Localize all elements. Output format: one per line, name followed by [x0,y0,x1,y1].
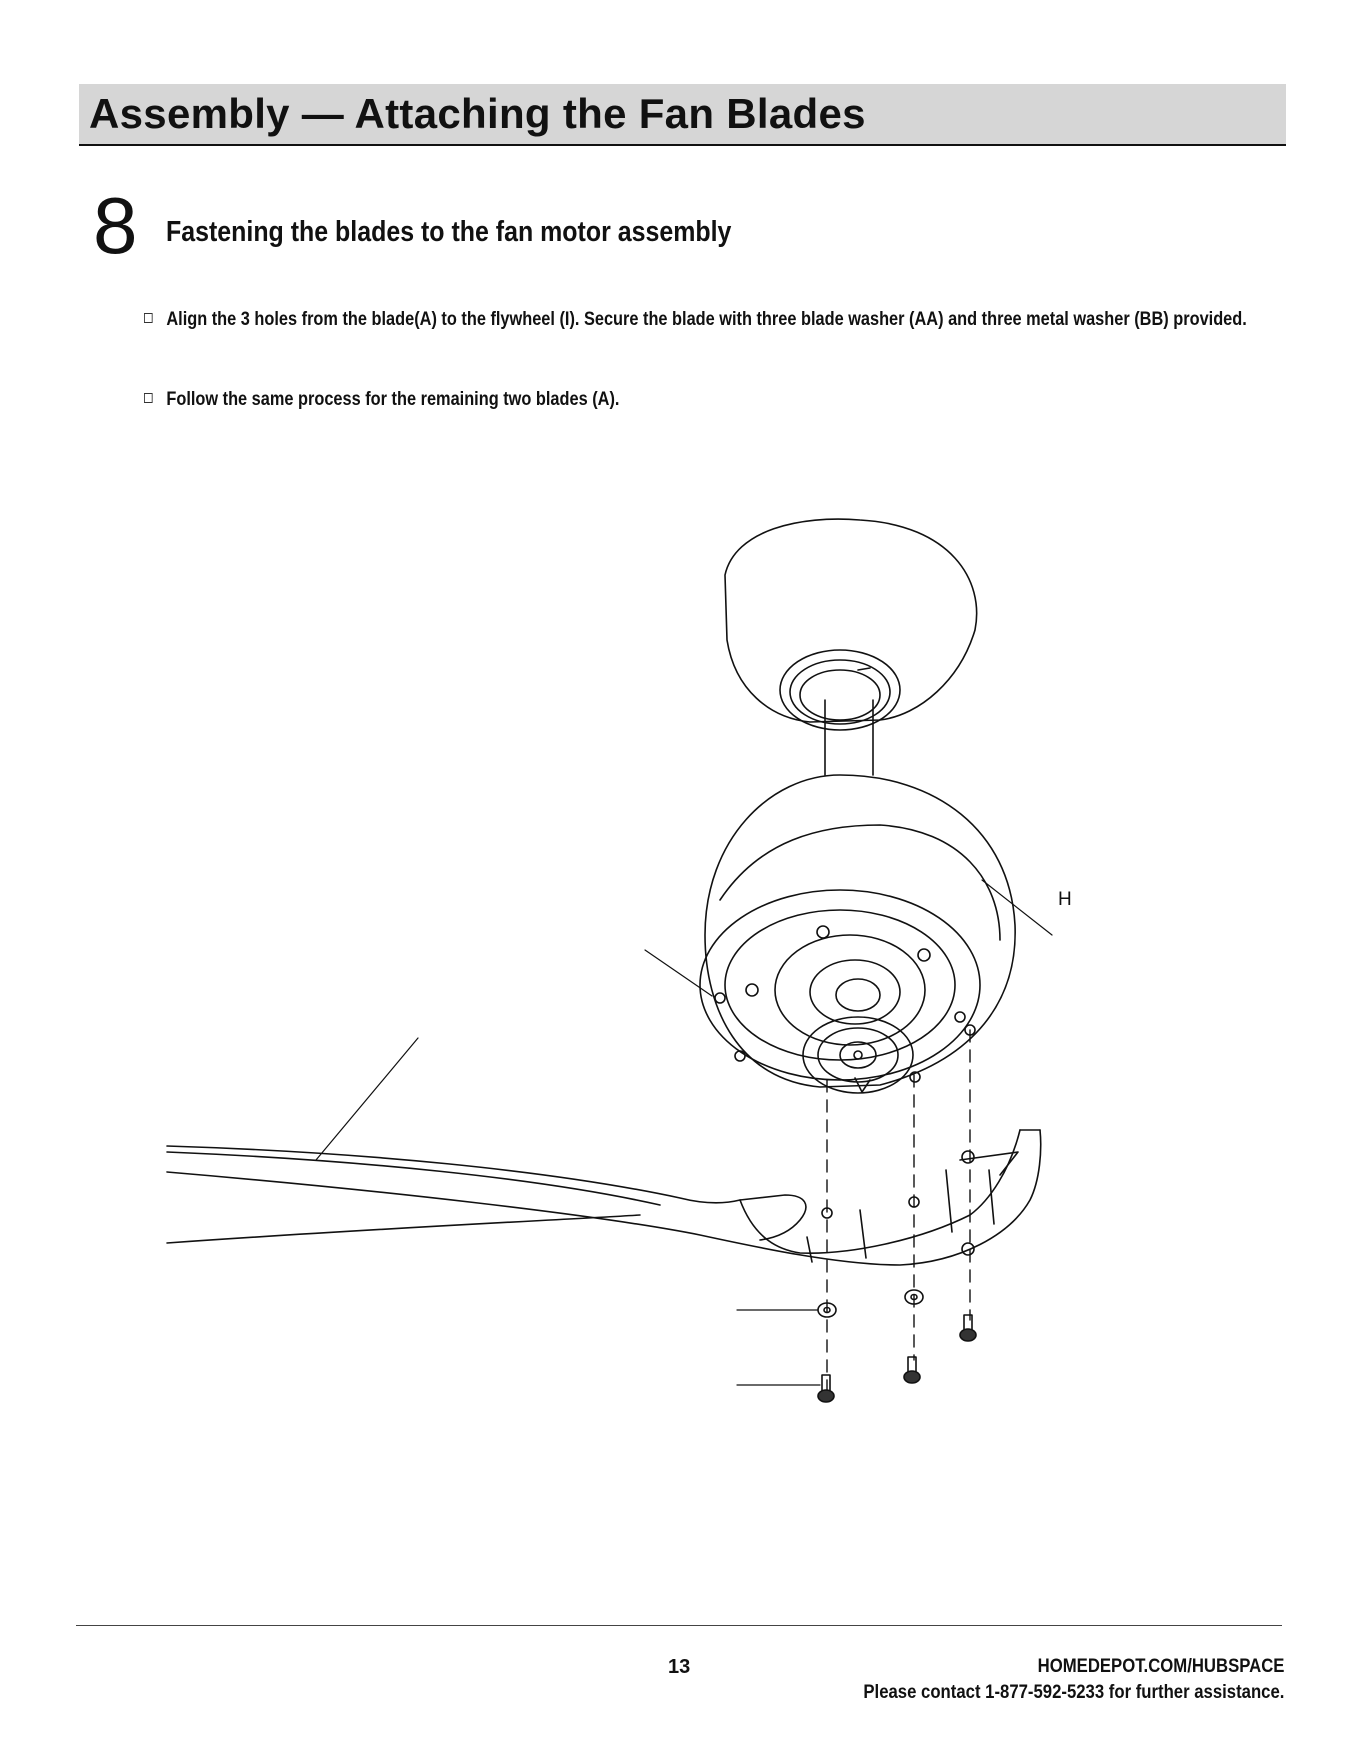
downrod-illustration [824,699,874,776]
checkbox-icon [144,393,153,403]
step-number: 8 [93,181,138,270]
page-number: 13 [668,1656,691,1678]
footer-contact: Please contact 1-877-592-5233 for furthe… [863,1682,1284,1703]
instruction-item: Align the 3 holes from the blade(A) to t… [144,306,1262,333]
motor-housing-illustration [699,774,1016,1094]
callout-label-h: H [1058,889,1072,910]
assembly-diagram: H [166,518,1072,1403]
leader-lines [315,879,1053,1386]
step-title: Fastening the blades to the fan motor as… [166,216,732,248]
footer-url: HOMEDEPOT.COM/HUBSPACE [1037,1656,1284,1677]
instruction-text: Align the 3 holes from the blade(A) to t… [166,309,1247,330]
checkbox-icon [144,313,153,323]
canopy-illustration [724,518,978,731]
section-header: Assembly — Attaching the Fan Blades [79,84,1286,146]
blade-washers [817,1289,924,1318]
footer-divider [76,1625,1282,1626]
instruction-item: Follow the same process for the remainin… [144,386,1262,413]
fan-blade-illustration [166,1129,1042,1266]
blade-screws [817,1314,977,1403]
alignment-guides [826,1029,971,1401]
page-title: Assembly — Attaching the Fan Blades [89,90,866,137]
instruction-text: Follow the same process for the remainin… [166,389,620,410]
